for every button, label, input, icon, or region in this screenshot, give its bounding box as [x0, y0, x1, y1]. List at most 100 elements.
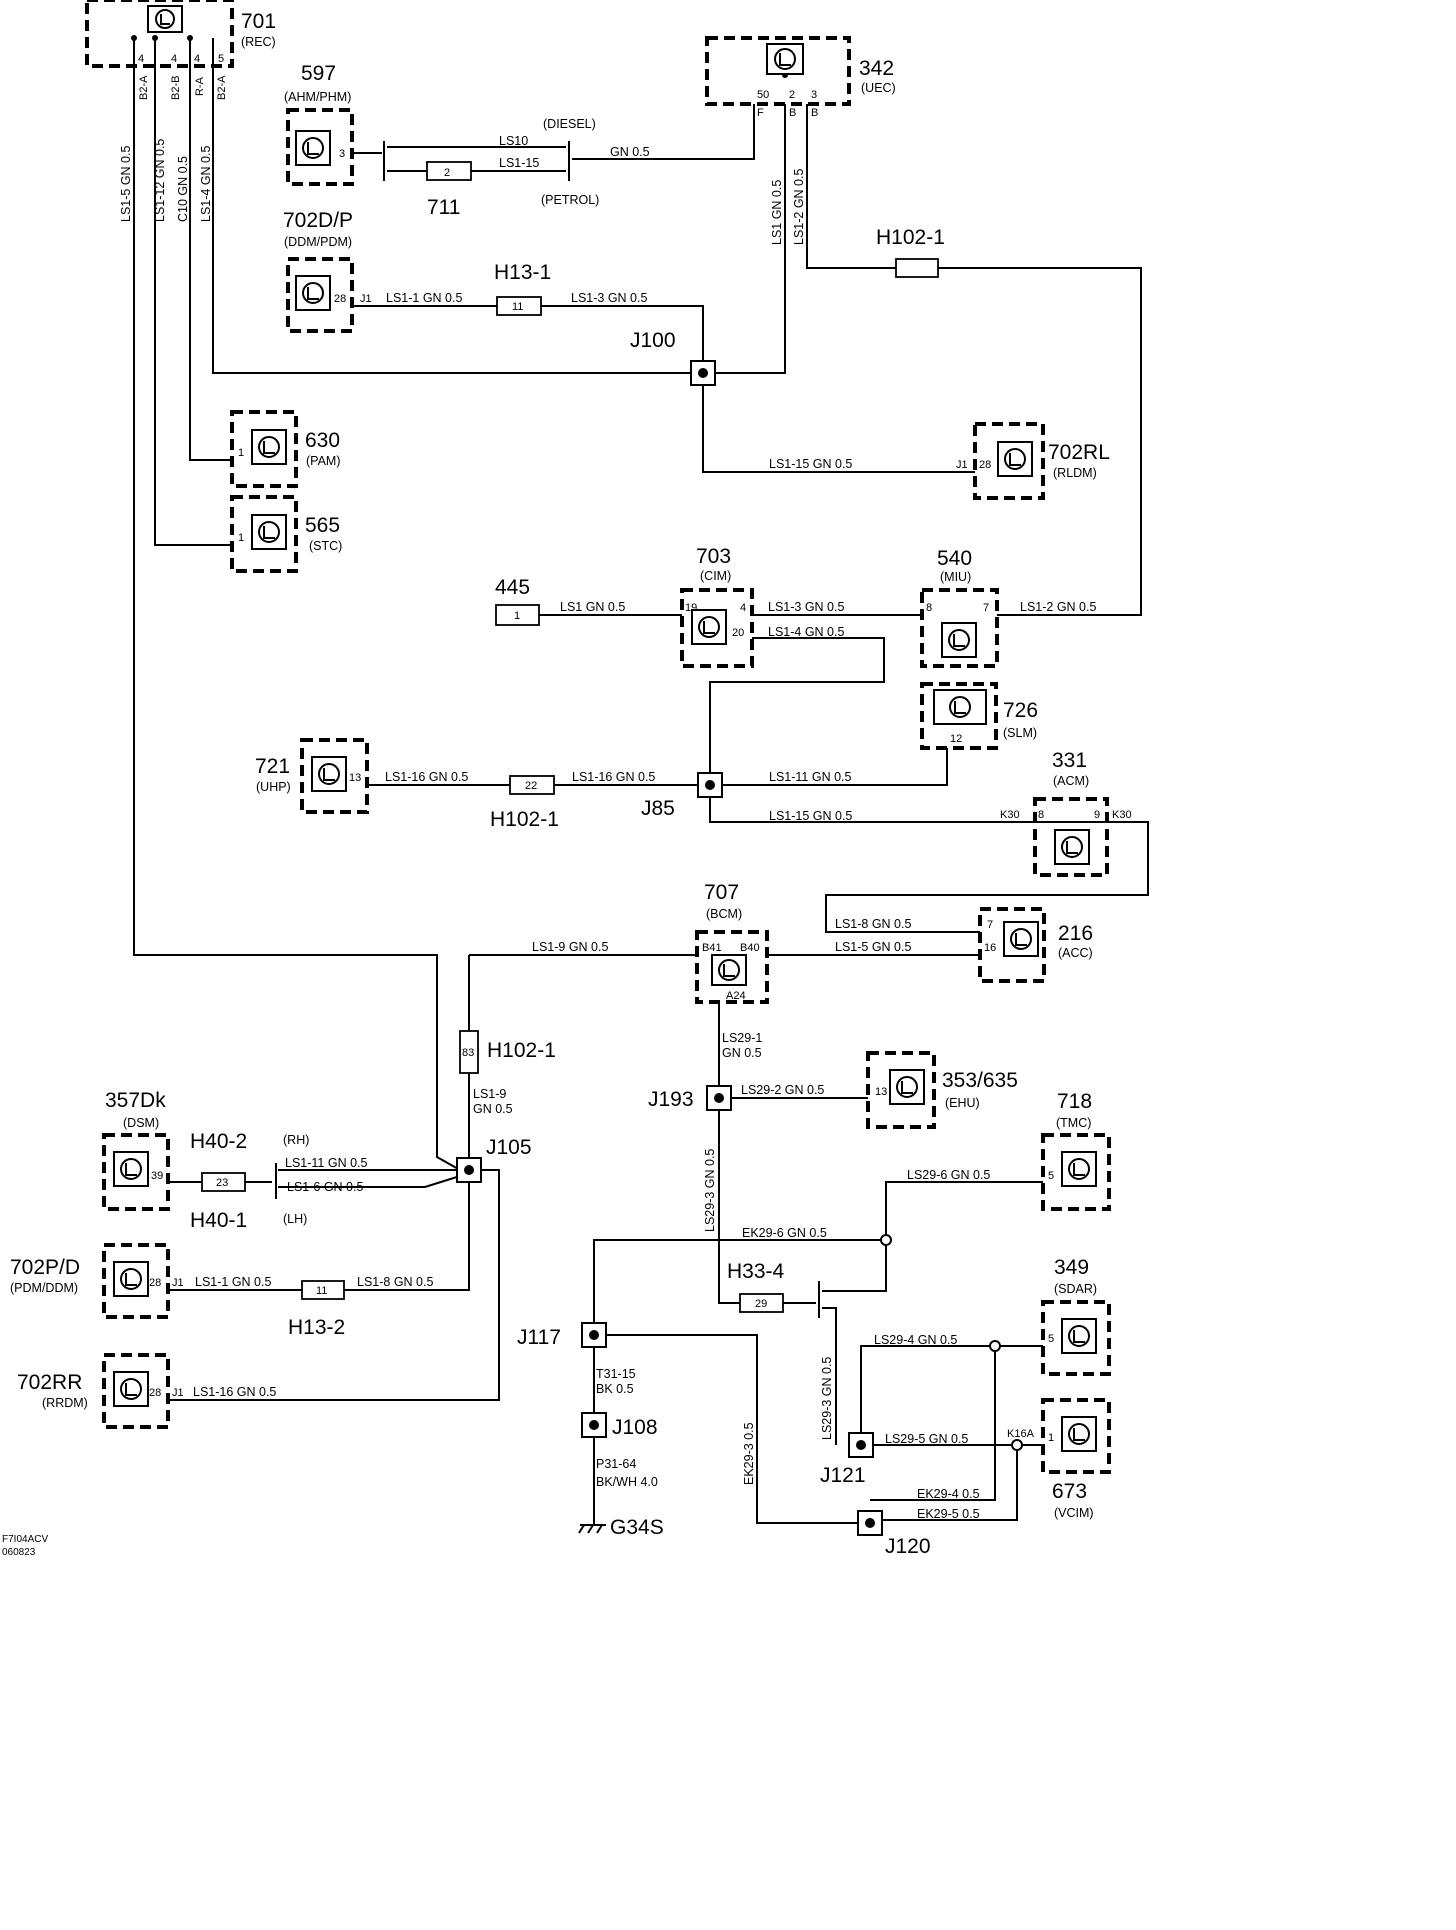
connector-label: H102-1 — [490, 808, 559, 831]
connector-note: (LH) — [283, 1212, 307, 1226]
svg-text:K30: K30 — [1112, 809, 1132, 821]
module-symbol-icon — [1068, 1158, 1090, 1180]
svg-text:4: 4 — [194, 53, 200, 65]
svg-text:B2-B: B2-B — [170, 76, 182, 100]
ground-label: G34S — [610, 1516, 664, 1539]
svg-text:F: F — [757, 107, 764, 119]
module-symbol-icon — [698, 616, 720, 638]
svg-text:11: 11 — [512, 301, 523, 313]
svg-text:1: 1 — [238, 447, 244, 459]
wire-label: LS1-2 GN 0.5 — [792, 169, 806, 245]
component-id: 701 — [241, 10, 276, 33]
wire-label: EK29-4 0.5 — [917, 1487, 980, 1501]
wire-label: LS1-2 GN 0.5 — [1020, 600, 1096, 614]
svg-text:13: 13 — [875, 1086, 887, 1098]
svg-text:3: 3 — [811, 89, 817, 101]
component-abbr: (UEC) — [861, 81, 896, 95]
svg-text:1: 1 — [1048, 1432, 1054, 1444]
svg-text:16: 16 — [984, 942, 996, 954]
component-abbr: (DDM/PDM) — [284, 235, 352, 249]
svg-text:22: 22 — [525, 780, 537, 792]
component-id: 565 — [305, 514, 340, 537]
module-symbol-icon — [302, 137, 324, 159]
svg-text:9: 9 — [1094, 809, 1100, 821]
svg-text:B: B — [811, 107, 818, 119]
connector-note: (RH) — [283, 1133, 309, 1147]
component-id: 702D/P — [283, 209, 353, 232]
component-id: 703 — [696, 545, 731, 568]
component-abbr: (SDAR) — [1054, 1282, 1097, 1296]
wire-label: LS1-16 GN 0.5 — [193, 1385, 276, 1399]
svg-text:7: 7 — [983, 602, 989, 614]
svg-text:B2-A: B2-A — [216, 75, 228, 100]
component-abbr: (DSM) — [123, 1116, 159, 1130]
svg-text:50: 50 — [757, 89, 769, 101]
connector-labels: 711 H13-1 H102-1 H102-1 H102-1 H40-2 H40… — [190, 117, 945, 1558]
svg-text:B41: B41 — [702, 942, 722, 954]
svg-text:4: 4 — [138, 53, 144, 65]
wire-label: LS1-6 GN 0.5 — [287, 1180, 363, 1194]
module-symbol-icon — [896, 1076, 918, 1098]
component-abbr: (EHU) — [945, 1096, 980, 1110]
wire-label: LS1-5 GN 0.5 — [119, 146, 133, 222]
module-symbol-icon — [258, 521, 280, 543]
junction-label: J85 — [641, 797, 675, 820]
figure-code: F7I04ACV — [2, 1534, 48, 1545]
wire-label: P31-64 — [596, 1457, 636, 1471]
svg-text:B2-A: B2-A — [138, 75, 150, 100]
wire-label: LS1-5 GN 0.5 — [835, 940, 911, 954]
component-abbr: (MIU) — [940, 570, 971, 584]
component-abbr: (AHM/PHM) — [284, 90, 351, 104]
junction-label: J121 — [820, 1464, 866, 1487]
connector-label: H102-1 — [876, 226, 945, 249]
module-symbol-icon — [120, 1378, 142, 1400]
wire-label: EK29-6 GN 0.5 — [742, 1226, 827, 1240]
svg-text:83: 83 — [462, 1047, 474, 1059]
pin-labels: 4 4 4 5 3 2 50 2 3 F B B 28 J1 11 1 1 J1… — [138, 53, 1132, 1444]
module-symbol-icon — [1068, 1423, 1090, 1445]
wire-label: LS1-8 GN 0.5 — [357, 1275, 433, 1289]
svg-text:28: 28 — [149, 1277, 161, 1289]
svg-text:13: 13 — [349, 772, 361, 784]
module-symbol-icon — [774, 48, 796, 70]
svg-text:11: 11 — [316, 1285, 327, 1297]
wire-label: T31-15 — [596, 1367, 636, 1381]
svg-text:19: 19 — [685, 602, 697, 614]
wire-label: LS29-6 GN 0.5 — [907, 1168, 990, 1182]
junction-label: J108 — [612, 1416, 658, 1439]
module-symbol-icon — [1061, 836, 1083, 858]
module-symbol-icon — [1004, 448, 1026, 470]
module-symbol-icon — [318, 763, 340, 785]
wire-label: LS1-9 GN 0.5 — [532, 940, 608, 954]
wire-label: LS29-1 — [722, 1031, 762, 1045]
connector-label: 445 — [495, 576, 530, 599]
component-abbr: (PAM) — [306, 454, 341, 468]
svg-text:28: 28 — [334, 293, 346, 305]
wire-label: LS10 — [499, 134, 528, 148]
connector-label: H33-4 — [727, 1260, 785, 1283]
svg-text:A24: A24 — [726, 990, 746, 1002]
component-id: 597 — [301, 62, 336, 85]
connector-label: 711 — [427, 196, 460, 219]
svg-text:4: 4 — [740, 602, 746, 614]
svg-text:2: 2 — [444, 167, 450, 179]
component-abbr: (ACM) — [1053, 774, 1089, 788]
wire-label: LS1-16 GN 0.5 — [572, 770, 655, 784]
connector-label: H13-2 — [288, 1316, 345, 1339]
module-symbol-icon — [948, 629, 970, 651]
component-id: 353/635 — [942, 1069, 1018, 1092]
wire-label: LS1-8 GN 0.5 — [835, 917, 911, 931]
wire-label: EK29-5 0.5 — [917, 1507, 980, 1521]
wire-label: LS1-16 GN 0.5 — [385, 770, 468, 784]
wire-label: LS1-11 GN 0.5 — [285, 1156, 368, 1170]
wire-label: LS29-2 GN 0.5 — [741, 1083, 824, 1097]
component-id: 342 — [859, 57, 894, 80]
svg-text:7: 7 — [987, 919, 993, 931]
wire-label: LS29-4 GN 0.5 — [874, 1333, 957, 1347]
connector-label: H13-1 — [494, 261, 551, 284]
wire-label: LS1-9 — [473, 1087, 506, 1101]
wire-label: LS1-1 GN 0.5 — [386, 291, 462, 305]
component-abbr: (REC) — [241, 35, 276, 49]
svg-text:R-A: R-A — [194, 76, 206, 96]
wire-label: LS29-3 GN 0.5 — [820, 1357, 834, 1440]
